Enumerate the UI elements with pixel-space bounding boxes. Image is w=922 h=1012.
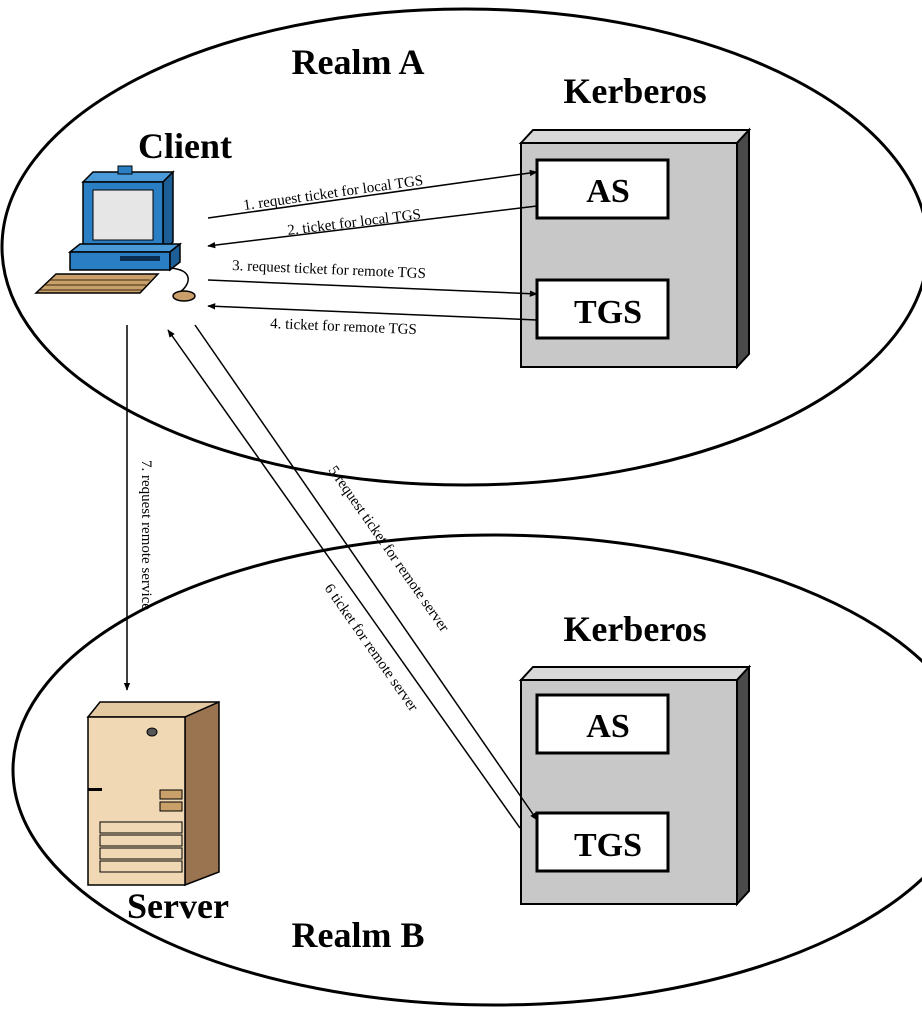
message-3-label: 3. request ticket for remote TGS <box>232 258 426 282</box>
tgs-box-b: TGS <box>535 811 670 873</box>
client-computer-icon <box>34 165 196 302</box>
server-label: Server <box>127 886 229 926</box>
as-box-b: AS <box>535 693 670 755</box>
arrow-1 <box>207 169 538 219</box>
realm-b-label: Realm B <box>292 915 425 955</box>
arrow-4 <box>207 303 538 321</box>
tgs-a-label: TGS <box>574 294 642 331</box>
message-7-label: 7. request remote service <box>138 460 154 610</box>
message-6-label: 6 ticket for remote server <box>321 581 421 714</box>
as-b-label: AS <box>586 708 629 745</box>
message-4-label: 4. ticket for remote TGS <box>270 316 417 338</box>
kerberos-a-label: Kerberos <box>563 71 706 111</box>
client-label: Client <box>138 126 232 166</box>
realm-b-boundary <box>11 533 922 1007</box>
realm-a-boundary <box>0 7 922 487</box>
message-2-label: 2. ticket for local TGS <box>287 207 422 239</box>
arrow-2 <box>207 205 538 249</box>
message-1-label: 1. request ticket for local TGS <box>242 173 424 214</box>
as-box-a: AS <box>535 158 670 220</box>
as-a-label: AS <box>586 173 629 210</box>
tgs-box-a: TGS <box>535 278 670 340</box>
kerberos-b-label: Kerberos <box>563 609 706 649</box>
arrow-6 <box>167 329 521 829</box>
arrow-5 <box>194 324 538 821</box>
arrow-3 <box>207 279 538 297</box>
server-tower-icon <box>86 700 220 887</box>
tgs-b-label: TGS <box>574 827 642 864</box>
realm-a-label: Realm A <box>292 42 425 82</box>
